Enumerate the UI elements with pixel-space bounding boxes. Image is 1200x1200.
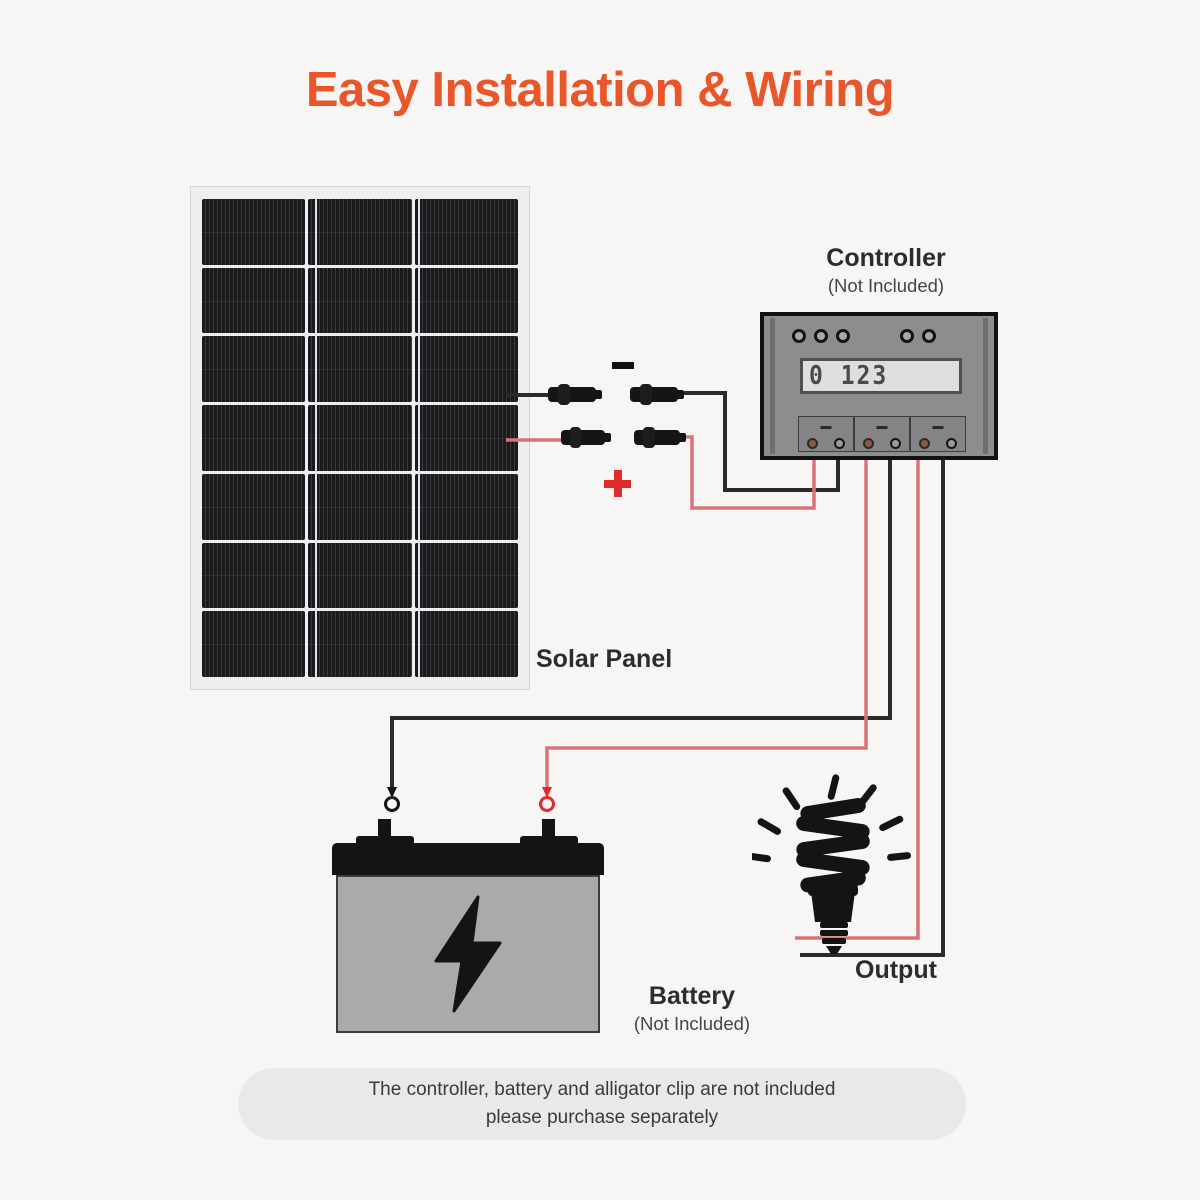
solar-cell [414,473,519,540]
solar-cell [202,199,306,265]
terminal-dash-icon [876,426,888,429]
solar-cell [202,611,306,677]
lightning-bolt-icon [428,895,508,1013]
terminal-block-load[interactable] [910,416,966,452]
label-output: Output [855,956,937,984]
plus-sign-icon [604,470,631,497]
led-row-gap [858,336,900,337]
status-led-1 [792,329,806,343]
terminal-dash-icon [820,426,832,429]
minus-sign-icon [612,362,634,369]
mc4-connector-negative-male [548,384,602,405]
panel-busbar [418,199,420,677]
mc4-connector-positive-male [561,427,611,448]
terminal-screw-positive[interactable] [807,438,818,449]
solar-cell [308,336,412,403]
wire-controller-to-battery-positive [545,452,868,793]
ring-terminal-negative [381,787,403,821]
battery-title-text: Battery [648,982,736,1010]
ring-terminal-positive [536,787,558,821]
terminal-screw-positive[interactable] [863,438,874,449]
terminal-screw-negative[interactable] [834,438,845,449]
disclaimer-note: The controller, battery and alligator cl… [238,1068,966,1140]
status-led-2 [814,329,828,343]
ring-terminal-loop [539,796,555,812]
battery-top-cap [332,843,604,875]
solar-cell [202,542,306,609]
solar-cell [202,405,306,471]
terminal-dash-icon [932,426,944,429]
solar-cell [202,473,306,540]
status-led-4 [900,329,914,343]
terminal-screw-negative[interactable] [890,438,901,449]
page-title: Easy Installation & Wiring [305,63,895,117]
controller-side-rail [770,318,775,454]
controller-led-row [792,329,944,343]
battery-top-notch [356,836,414,846]
solar-cell [308,267,412,334]
terminal-screw-negative[interactable] [946,438,957,449]
solar-cell [202,267,306,334]
battery-top-notch [520,836,578,846]
mc4-connector-positive-female [634,427,686,448]
controller-lcd-display: 0 123 [800,358,962,394]
disclaimer-line-1: The controller, battery and alligator cl… [368,1079,836,1101]
controller-sub-text: (Not Included) [827,275,945,296]
status-led-3 [836,329,850,343]
ring-terminal-tip [542,787,552,798]
battery-graphic [332,819,604,1035]
solar-cell [308,611,412,677]
solar-cell [414,611,519,677]
solar-panel-graphic [190,186,530,690]
mc4-connector-negative-female [630,384,684,405]
wire-controller-to-output-negative [800,452,945,957]
terminal-block-pv[interactable] [798,416,854,452]
solar-cell [308,199,412,265]
solar-cell [414,267,519,334]
solar-cell [308,542,412,609]
controller-terminal-row [798,416,966,452]
terminal-screw-positive[interactable] [919,438,930,449]
label-controller: Controller (Not Included) [806,244,966,297]
solar-cell [308,473,412,540]
cfl-bulb-icon [747,772,922,962]
ring-terminal-tip [387,787,397,798]
battery-body [336,875,600,1033]
ring-terminal-loop [384,796,400,812]
controller-title-text: Controller [826,244,946,272]
solar-cell [414,542,519,609]
solar-panel-cell-grid [202,199,519,677]
battery-sub-text: (Not Included) [633,1013,751,1034]
lcd-value: 0 123 [809,361,889,391]
terminal-block-battery[interactable] [854,416,910,452]
wire-mc4-negative-to-controller [684,391,840,492]
status-led-5 [922,329,936,343]
solar-cell [414,336,519,403]
controller-side-rail [983,318,988,454]
solar-cell [414,405,519,471]
solar-cell [414,199,519,265]
wire-controller-to-battery-negative [390,452,892,793]
solar-cell [308,405,412,471]
wire-mc4-positive-to-controller [684,435,816,510]
panel-busbar [315,199,317,677]
disclaimer-line-2: please purchase separately [485,1107,719,1128]
solar-cell [202,336,306,403]
label-battery: Battery (Not Included) [617,982,767,1035]
label-solar-panel: Solar Panel [536,645,673,673]
charge-controller-graphic: 0 123 [760,312,998,460]
